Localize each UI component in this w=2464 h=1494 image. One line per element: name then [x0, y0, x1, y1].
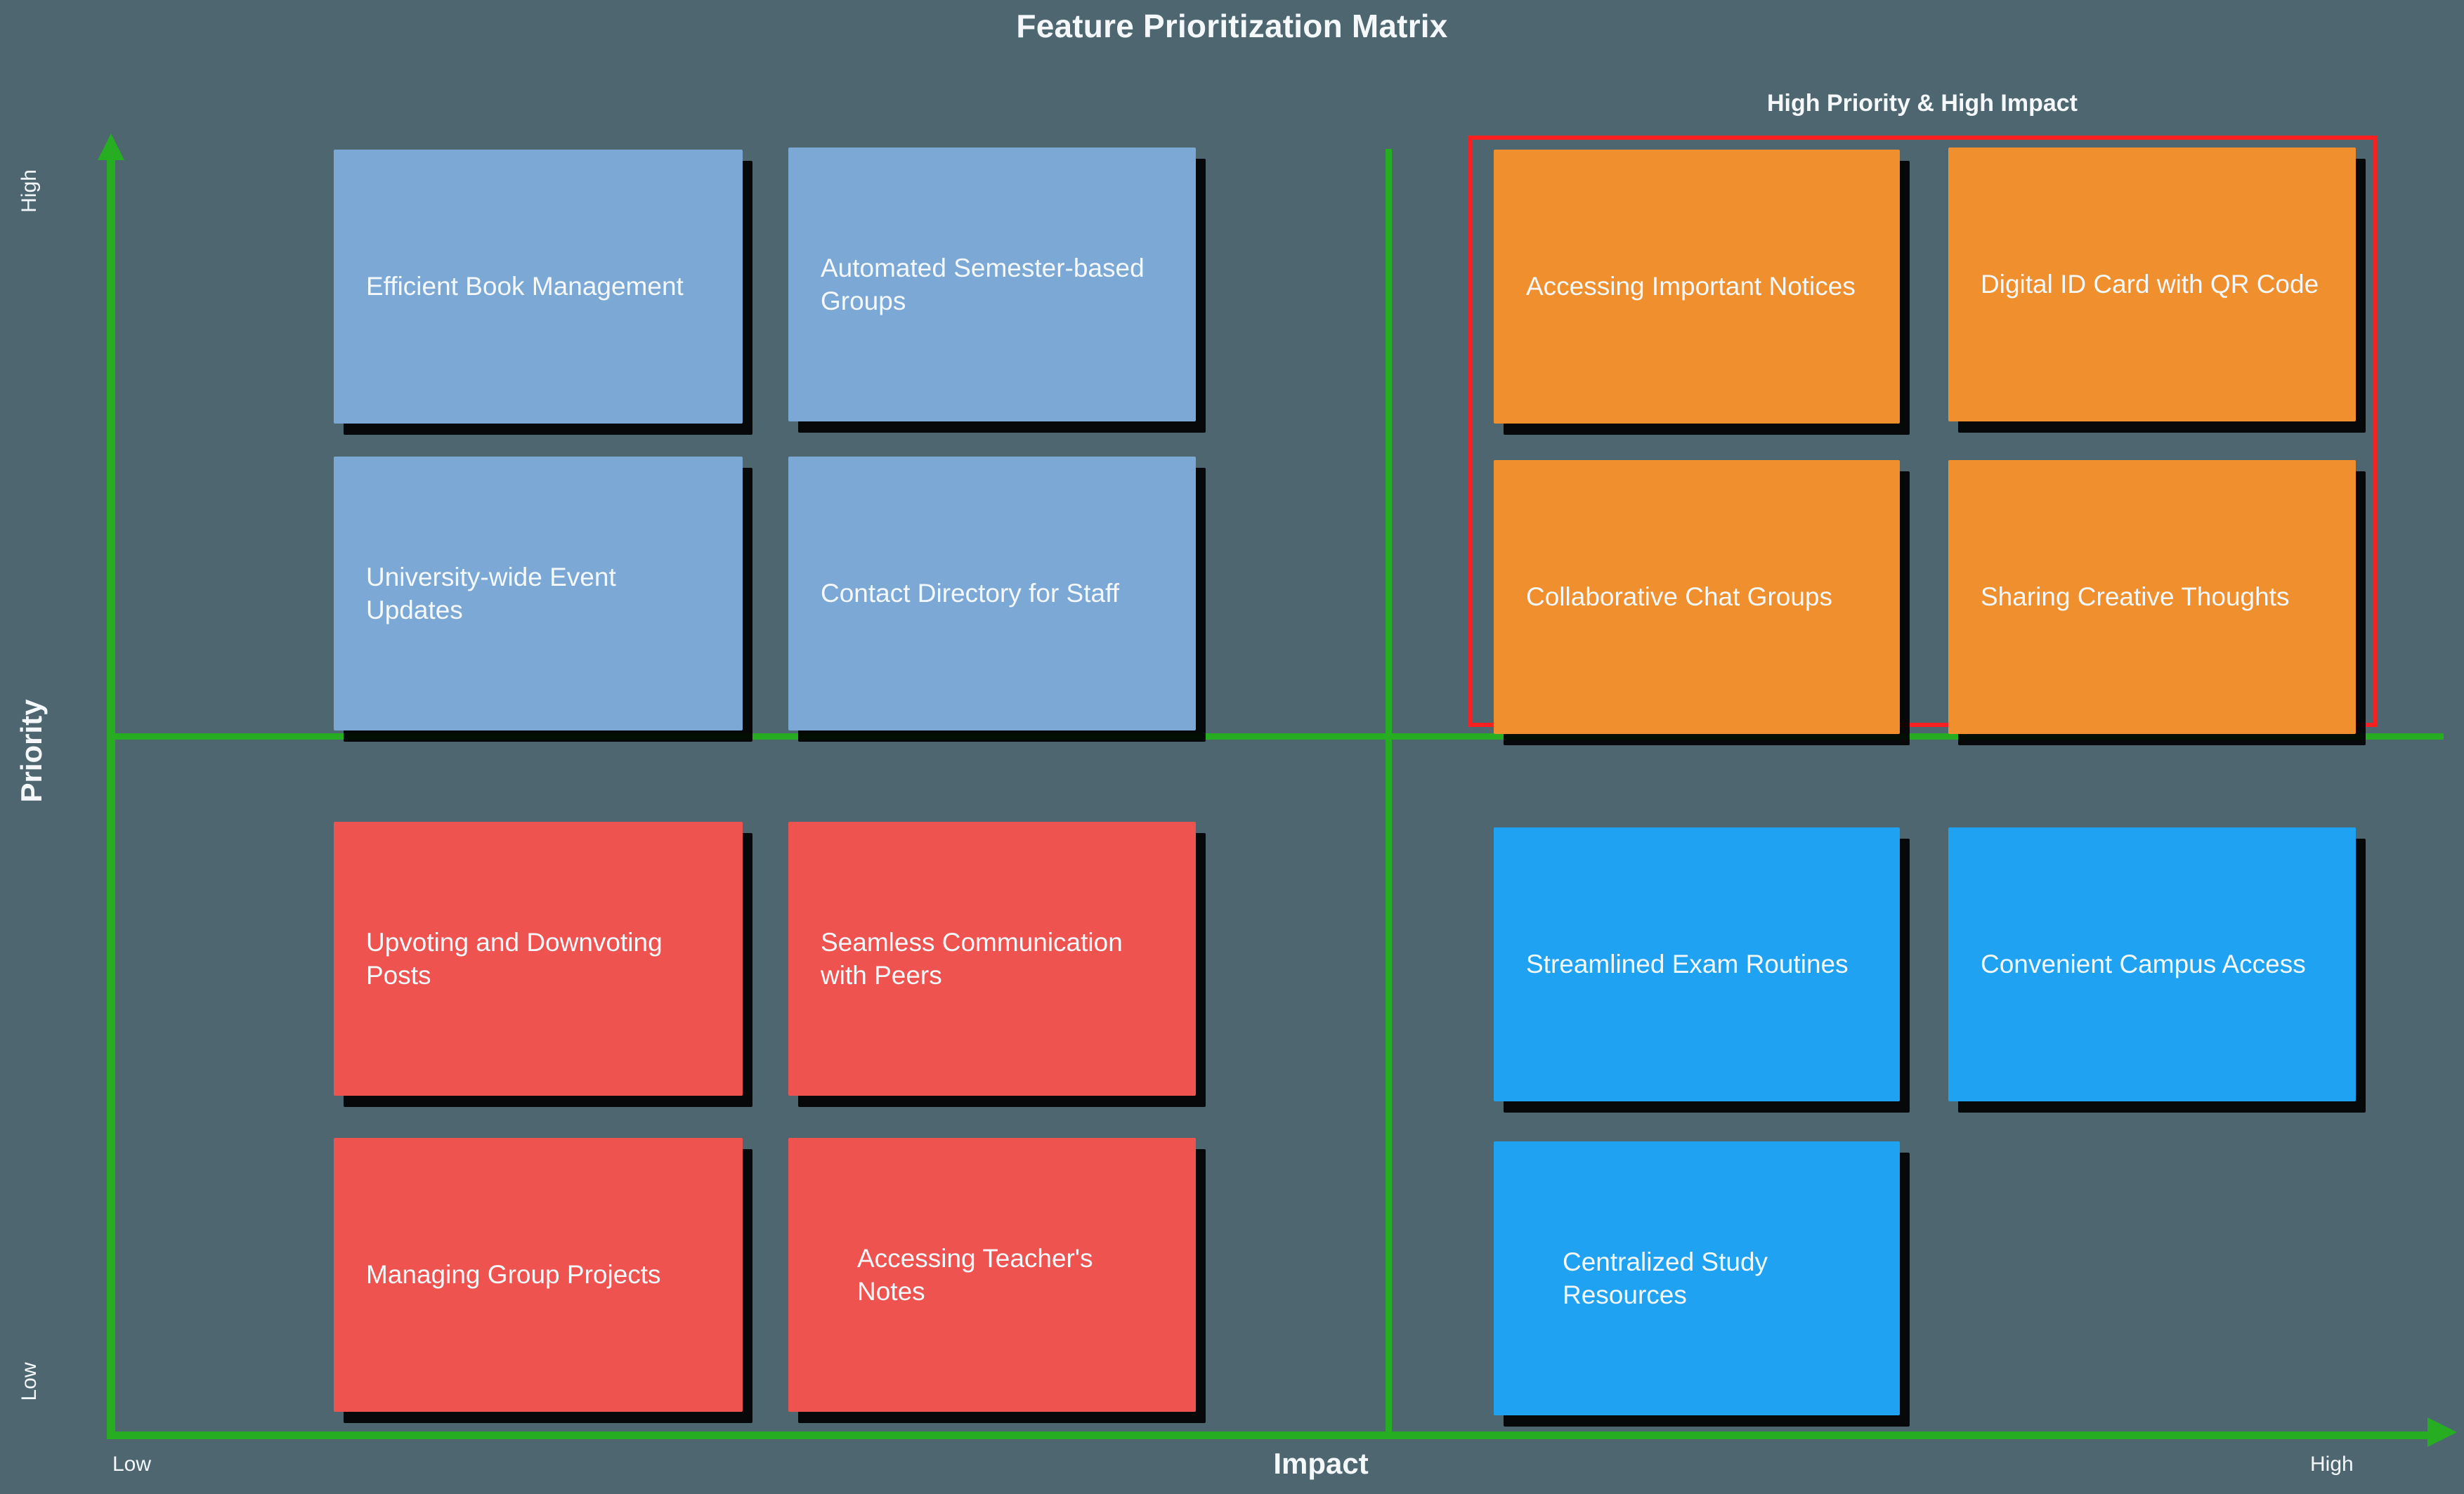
feature-card[interactable]: Upvoting and Downvoting Posts [334, 822, 743, 1096]
feature-card[interactable]: Contact Directory for Staff [788, 457, 1196, 730]
highlight-region-label: High Priority & High Impact [1766, 90, 2078, 117]
feature-card-label: Contact Directory for Staff [821, 579, 1119, 608]
feature-card[interactable]: Sharing Creative Thoughts [1948, 460, 2356, 734]
feature-card-label: Convenient Campus Access [1981, 950, 2306, 979]
feature-card[interactable]: Accessing Teacher's Notes [788, 1138, 1196, 1412]
feature-card[interactable]: Automated Semester-based Groups [788, 148, 1196, 421]
quadrant-divider-vertical [1386, 149, 1392, 1436]
feature-card[interactable]: Seamless Communication with Peers [788, 822, 1196, 1096]
feature-card-label: Collaborative Chat Groups [1526, 582, 1832, 612]
feature-card-label: Digital ID Card with QR Code [1981, 270, 2319, 299]
y-axis-line [107, 153, 115, 1437]
feature-card[interactable]: Collaborative Chat Groups [1494, 460, 1900, 734]
feature-card-label: University-wide Event Updates [366, 562, 616, 624]
feature-card-label: Managing Group Projects [366, 1260, 661, 1290]
feature-card-label: Efficient Book Management [366, 272, 684, 301]
feature-card-label: Streamlined Exam Routines [1526, 950, 1849, 979]
feature-card-label: Upvoting and Downvoting Posts [366, 927, 663, 990]
feature-card-label: Seamless Communication with Peers [821, 927, 1123, 990]
x-axis-high-label: High [2310, 1453, 2354, 1476]
x-axis-title: Impact [1273, 1447, 1369, 1480]
feature-card[interactable]: University-wide Event Updates [334, 457, 743, 730]
highlight-region-box [1468, 136, 2377, 727]
feature-card-label: Automated Semester-based Groups [821, 253, 1145, 315]
feature-card[interactable]: Accessing Important Notices [1494, 150, 1900, 424]
x-axis-line [107, 1431, 2431, 1439]
feature-card-label: Centralized Study Resources [1563, 1247, 1768, 1309]
feature-card[interactable]: Digital ID Card with QR Code [1948, 148, 2356, 421]
feature-card[interactable]: Convenient Campus Access [1948, 827, 2356, 1101]
y-axis-low-label: Low [18, 1362, 41, 1401]
feature-card-label: Accessing Important Notices [1526, 272, 1856, 301]
y-axis-title: Priority [15, 699, 48, 803]
x-axis-low-label: Low [112, 1453, 152, 1476]
feature-card[interactable]: Efficient Book Management [334, 150, 743, 424]
quadrant-divider-horizontal [111, 733, 2444, 740]
feature-card[interactable]: Streamlined Exam Routines [1494, 827, 1900, 1101]
feature-card-label: Sharing Creative Thoughts [1981, 582, 2290, 612]
feature-card[interactable]: Managing Group Projects [334, 1138, 743, 1412]
feature-card-label: Accessing Teacher's Notes [857, 1243, 1093, 1306]
y-axis-arrow-icon [98, 133, 124, 160]
y-axis-high-label: High [18, 169, 41, 213]
page-title: Feature Prioritization Matrix [1016, 8, 1448, 44]
x-axis-arrow-icon [2427, 1417, 2457, 1447]
feature-card[interactable]: Centralized Study Resources [1494, 1141, 1900, 1415]
